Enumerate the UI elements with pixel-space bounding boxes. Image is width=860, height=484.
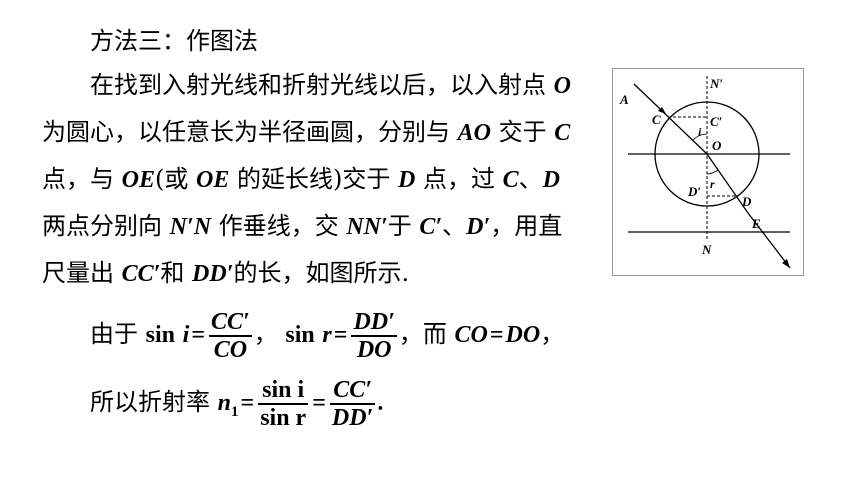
label-D: D	[741, 194, 752, 209]
circle	[654, 101, 760, 207]
text: 、	[518, 165, 543, 193]
text: ，	[253, 320, 278, 348]
text: ，用直	[490, 212, 563, 240]
label-E: E	[751, 216, 761, 231]
symbol-AO: AO	[457, 120, 491, 146]
text: 的延长线)交于	[236, 165, 391, 193]
period: .	[377, 390, 384, 416]
equals-sign: =	[191, 322, 205, 348]
sin-text: sin	[285, 322, 315, 348]
label-Np: N′	[709, 76, 723, 91]
text: (或	[154, 165, 189, 193]
text: 为圆心，以任意长为半径画圆，分别与	[42, 118, 450, 146]
label-O: O	[712, 138, 722, 153]
equals-sign: =	[489, 322, 504, 348]
symbol-i: i	[182, 322, 190, 348]
equation-1: 由于 sin i=CC′CO， sin r=DD′DO，而 CO=DO，	[90, 304, 564, 364]
fraction-cc-over-dd: CC′DD′	[329, 377, 376, 431]
equals-sign: =	[333, 322, 348, 348]
text: 于	[387, 212, 412, 240]
label-Dp: D′	[687, 184, 701, 199]
text: 作垂线，交	[218, 212, 339, 240]
text: 的长，如图所示.	[233, 259, 410, 287]
fraction-dd-over-do: DD′DO	[351, 308, 397, 363]
paragraph-line-4: 两点分别向 N′N 作垂线，交 NN′于 C′、D′，用直	[42, 211, 562, 242]
equals-sign: =	[312, 390, 326, 416]
symbol-D: D	[542, 167, 560, 193]
denominator: CO	[213, 336, 248, 363]
paragraph-line-1: 在找到入射光线和折射光线以后，以入射点 O	[90, 70, 571, 101]
symbol-C: C	[554, 120, 571, 146]
angle-r-arc	[706, 169, 719, 175]
label-A: A	[619, 92, 629, 107]
refracted-ray	[706, 153, 749, 214]
symbol-DO: DO	[505, 322, 541, 348]
symbol-O: O	[553, 73, 571, 99]
fraction-cc-over-co: CC′CO	[209, 309, 252, 363]
text: 所以折射率	[90, 388, 210, 416]
paragraph-line-5: 尺量出 CC′和 DD′的长，如图所示.	[42, 258, 409, 289]
paragraph-line-3: 点，与 OE(或 OE 的延长线)交于 D 点，过 C、D	[42, 164, 560, 195]
refraction-diagram: A C C′ N′ i O D′ r D E N	[612, 68, 804, 276]
symbol-OE: OE	[121, 167, 155, 193]
paragraph-line-2: 为圆心，以任意长为半径画圆，分别与 AO 交于 C	[42, 117, 570, 148]
incident-arrow-icon	[658, 107, 666, 114]
symbol-NpN: N′N	[169, 214, 212, 240]
text: 在找到入射光线和折射光线以后，以入射点	[90, 71, 546, 99]
text: 尺量出	[42, 259, 114, 287]
numerator: CC′	[209, 308, 252, 337]
sin-text: sin	[145, 322, 175, 348]
symbol-Cp: C′	[419, 214, 443, 240]
label-N: N	[701, 242, 712, 257]
symbol-CO: CO	[454, 322, 488, 348]
symbol-C: C	[502, 167, 519, 193]
numerator: sin i	[258, 377, 309, 405]
numerator: DD′	[351, 308, 397, 337]
text: 交于	[498, 118, 547, 146]
incident-ray	[633, 83, 708, 155]
subscript-1: 1	[231, 403, 239, 420]
symbol-CCp: CC′	[121, 261, 161, 287]
denominator: DD′	[331, 404, 374, 431]
label-C: C	[652, 112, 661, 127]
denominator: DO	[356, 336, 392, 363]
text: 点，与	[42, 165, 114, 193]
text: 、	[442, 212, 467, 240]
text: 点，过	[422, 165, 495, 193]
symbol-Dp: D′	[466, 214, 491, 240]
denominator: sin r	[260, 404, 307, 431]
text: ，而	[398, 320, 447, 348]
symbol-OE: OE	[196, 167, 230, 193]
symbol-D: D	[398, 167, 416, 193]
symbol-NNp: NN′	[346, 214, 388, 240]
equals-sign: =	[240, 390, 255, 416]
symbol-r: r	[322, 322, 332, 348]
text: 两点分别向	[42, 212, 162, 240]
heading-text: 方法三：作图法	[90, 27, 258, 55]
section-heading: 方法三：作图法	[90, 26, 258, 56]
label-Cp: C′	[710, 114, 723, 129]
numerator: CC′	[329, 377, 376, 405]
symbol-DDp: DD′	[192, 261, 234, 287]
text: ，	[540, 320, 565, 348]
diagram-frame	[612, 68, 804, 276]
label-r: r	[710, 177, 715, 191]
exit-arrow-icon	[782, 259, 790, 268]
symbol-n: n	[217, 390, 231, 416]
diagram-svg: A C C′ N′ i O D′ r D E N	[612, 68, 804, 276]
text: 和	[160, 259, 185, 287]
label-i: i	[698, 125, 702, 139]
exit-ray	[747, 212, 791, 269]
text: 由于	[90, 320, 138, 348]
angle-i-arc	[692, 133, 708, 141]
